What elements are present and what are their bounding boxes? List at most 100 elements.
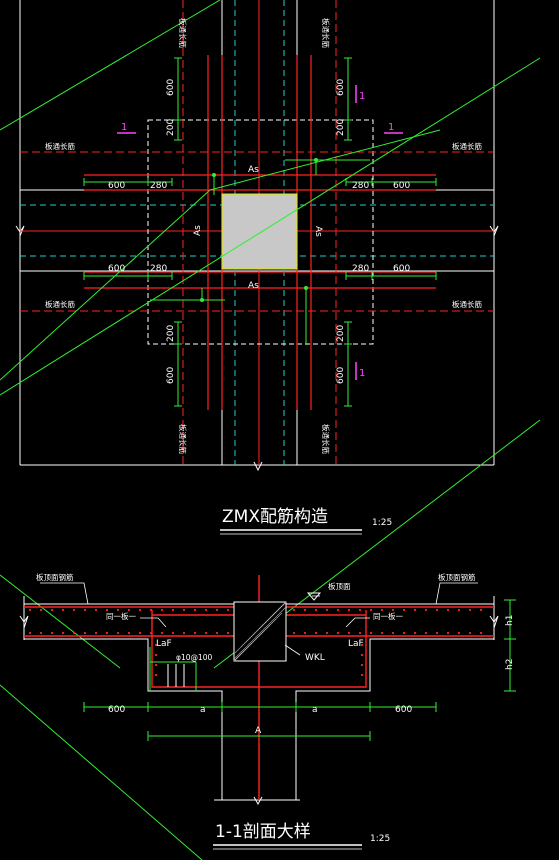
rebar-dot: [336, 608, 340, 612]
rebar-dot: [358, 631, 362, 635]
label-laf-left: LaF: [156, 639, 172, 649]
dim-600-vertical-bottom-left: 600: [166, 367, 176, 384]
rebar-dot: [105, 631, 109, 635]
hatch-line: [233, 612, 283, 662]
dim-280-bottom-right: 280: [352, 264, 369, 274]
rebar-dot: [39, 608, 43, 612]
rebar-dot: [149, 608, 153, 612]
plan-title: ZMX配筋构造: [222, 507, 328, 527]
rebar-dot: [61, 631, 65, 635]
dim-a-left: a: [200, 705, 206, 715]
beam-hatch: [233, 601, 287, 662]
dim-600-right: 600: [395, 705, 412, 715]
dim-280-top-left: 280: [150, 181, 167, 191]
rebar-dot: [138, 631, 142, 635]
rebar-dot: [105, 608, 109, 612]
section-dimensions: [83, 599, 516, 741]
rebar-dots: [28, 608, 483, 677]
rebar-dot: [360, 643, 364, 647]
label-slab-bar-right: 板通长筋: [452, 141, 482, 151]
rebar-dot: [314, 608, 318, 612]
dim-a-right: a: [312, 705, 318, 715]
label-as-left: As: [193, 225, 203, 236]
rebar-dot: [154, 673, 158, 677]
rebar-dot: [380, 631, 384, 635]
rebar-dot: [435, 608, 439, 612]
rebar-dot: [479, 608, 483, 612]
section-title: 1-1剖面大样: [215, 822, 311, 842]
rebar-dot: [182, 608, 186, 612]
rebar-dot: [83, 608, 87, 612]
rebar-dot: [369, 631, 373, 635]
rebar-dot: [360, 663, 364, 667]
dim-200-vertical-bottom-left: 200: [166, 325, 176, 342]
label-slab-bar-bottom-vert-left: 板通长筋: [178, 424, 188, 454]
section-mark-left-label: 1: [121, 122, 127, 133]
stirrups: [167, 664, 185, 687]
label-slab-bar-bottom-right: 板通长筋: [452, 299, 482, 309]
label-slab-bar-bottom-vert-right: 板通长筋: [321, 424, 331, 454]
rebar-dot: [369, 608, 373, 612]
rebar-dot: [39, 631, 43, 635]
slab-outline-bottom-right: [295, 638, 494, 800]
rebar-dot: [303, 608, 307, 612]
rebar-dot: [171, 631, 175, 635]
slab-top-marker: [306, 592, 322, 601]
rebar-dot: [292, 631, 296, 635]
dim-node: [304, 286, 308, 290]
dim-600-top-left: 600: [108, 181, 125, 191]
dim-600-vertical-top-right: 600: [336, 79, 346, 96]
rebar-dot: [325, 608, 329, 612]
section-mark-right: 1: [384, 122, 403, 134]
section-mark-left: 1: [117, 122, 136, 134]
section-construction-line-1: [0, 684, 203, 860]
label-as-right: As: [313, 226, 323, 237]
hatch-line: [282, 601, 287, 606]
label-as-top: As: [248, 165, 259, 175]
slab-outline-bottom-left: [24, 638, 223, 800]
section-leaders: [40, 582, 478, 656]
label-slab-top: 板顶面: [328, 581, 351, 591]
label-as-bottom: As: [248, 281, 259, 291]
rebar-dot: [360, 653, 364, 657]
rebar-dot: [127, 631, 131, 635]
dim-600-top-right: 600: [393, 181, 410, 191]
label-A: A: [255, 726, 262, 736]
rebar-dot: [468, 631, 472, 635]
rebar-dot: [160, 608, 164, 612]
rebar-dot: [314, 631, 318, 635]
rebar-dot: [94, 608, 98, 612]
rebar-dot: [358, 608, 362, 612]
dim-node: [212, 173, 216, 177]
rebar-dot: [193, 608, 197, 612]
rebar-dot: [325, 631, 329, 635]
label-wkl: WKL: [305, 653, 325, 663]
label-h2: h2: [505, 659, 515, 670]
slab-break-left: [19, 615, 29, 629]
plan-dimensions: [83, 57, 437, 407]
label-slab-bar-left: 板通长筋: [45, 141, 75, 151]
break-mark-bottom: [253, 461, 263, 472]
slab-break-right: [489, 615, 499, 629]
rebar-dot: [72, 631, 76, 635]
dim-node: [314, 158, 318, 162]
beam-wkl: [233, 601, 287, 662]
section-mark-vertical-bottom-label: 1: [359, 368, 365, 379]
dim-node: [200, 298, 204, 302]
label-slab-bar-top-vert-right: 板通长筋: [321, 18, 331, 48]
column-break-mark: [253, 796, 263, 806]
rebar-dot: [204, 631, 208, 635]
rebar-dot: [182, 631, 186, 635]
drop-panel-outline: [147, 119, 374, 345]
label-bar-right: 同一板一: [373, 611, 403, 621]
dim-280-top-right: 280: [352, 181, 369, 191]
section-mark-vertical-top-label: 1: [359, 91, 365, 102]
rebar-dot: [171, 608, 175, 612]
rebar-dot: [457, 608, 461, 612]
plan-view: 600 280 280 600 600 280 280 600 600 200 …: [0, 0, 541, 535]
rebar-dot: [28, 608, 32, 612]
section-mark-vertical-top: 1: [355, 85, 365, 103]
hatch-line: [233, 606, 287, 660]
dim-200-vertical-top-left: 200: [166, 119, 176, 136]
